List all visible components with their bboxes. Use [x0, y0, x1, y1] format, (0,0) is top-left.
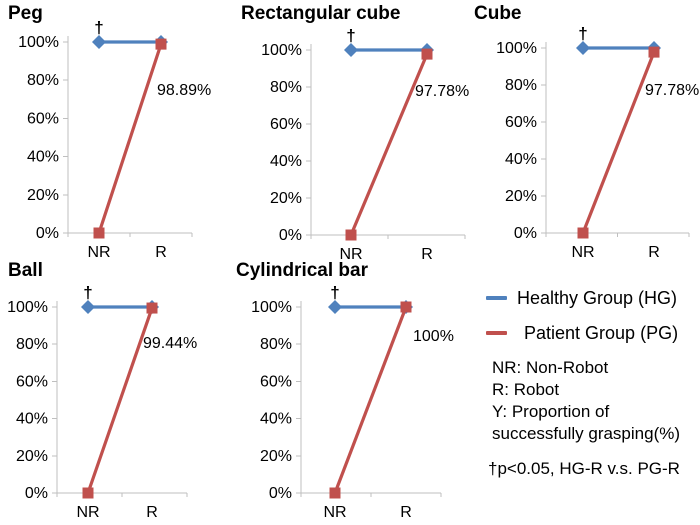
- y-tick-label: 60%: [505, 114, 537, 131]
- y-tick-label: 20%: [27, 187, 59, 204]
- pg-marker-nr: [345, 229, 357, 241]
- y-tick-label: 100%: [7, 299, 48, 316]
- y-tick-label: 20%: [505, 188, 537, 205]
- y-tick-label: 0%: [36, 225, 59, 242]
- y-tick-label: 40%: [260, 411, 292, 428]
- pg-line: [349, 53, 429, 236]
- hg-marker-nr: [344, 43, 358, 57]
- y-tick-label: 80%: [270, 79, 302, 96]
- note-r: R: Robot: [492, 380, 560, 399]
- y-tick-label: 80%: [27, 72, 59, 89]
- significance-dagger: †: [346, 26, 355, 45]
- pg-data-label: 99.44%: [143, 335, 197, 352]
- y-tick-label: 60%: [27, 110, 59, 127]
- significance-dagger: †: [94, 18, 103, 37]
- pg-marker-r: [421, 48, 433, 60]
- category-label-nr: NR: [87, 244, 110, 261]
- hg-marker-nr: [328, 300, 342, 314]
- category-label-nr: NR: [76, 504, 99, 521]
- y-tick-label: 0%: [279, 227, 302, 244]
- chart-title-rectangular-cube: Rectangular cube: [241, 3, 400, 24]
- hg-line-swatch: [486, 296, 507, 300]
- significance-dagger: †: [83, 283, 92, 302]
- chart-title-peg: Peg: [8, 3, 43, 24]
- category-label-nr: NR: [323, 504, 346, 521]
- hg-marker-nr: [576, 41, 590, 55]
- category-label-r: R: [648, 244, 660, 261]
- pg-line: [97, 43, 163, 234]
- chart-title-ball: Ball: [8, 260, 43, 281]
- pg-line: [581, 51, 656, 234]
- pg-line: [333, 306, 408, 494]
- y-tick-label: 60%: [260, 373, 292, 390]
- chart-title-cube: Cube: [474, 3, 522, 24]
- hg-marker-nr: [81, 300, 95, 314]
- chart-cube: Cube 0% 20% 40% 60% 80% 100% NR R 97.78% †: [474, 3, 699, 261]
- y-tick-label: 20%: [270, 190, 302, 207]
- note-y-line2: successfully grasping(%): [492, 424, 681, 443]
- chart-cylindrical-bar: Cylindrical bar 0% 20% 40% 60% 80% 100% NR R 100%…: [236, 260, 454, 521]
- y-tick-label: 60%: [16, 373, 48, 390]
- significance-dagger: †: [330, 283, 339, 302]
- y-tick-label: 0%: [269, 485, 292, 502]
- chart-ball: Ball 0% 20% 40% 60% 80% 100% NR R 99.44% †: [7, 260, 197, 521]
- y-tick-label: 100%: [261, 42, 302, 59]
- pg-marker-nr: [329, 487, 341, 499]
- y-tick-label: 100%: [18, 34, 59, 51]
- pg-marker-nr: [577, 227, 589, 239]
- category-label-nr: NR: [339, 246, 362, 263]
- legend-item-patient-group: Patient Group (PG): [486, 322, 679, 343]
- y-tick-label: 80%: [505, 77, 537, 94]
- y-tick-label: 40%: [270, 153, 302, 170]
- note-y-line1: Y: Proportion of: [492, 402, 610, 421]
- pg-data-label: 98.89%: [157, 82, 211, 99]
- pg-line: [86, 307, 154, 494]
- y-tick-label: 80%: [16, 336, 48, 353]
- pg-data-label: 97.78%: [645, 82, 699, 99]
- pg-data-label: 97.78%: [415, 83, 469, 100]
- legend-item-healthy-group: Healthy Group (HG): [486, 287, 678, 308]
- y-tick-label: 0%: [514, 225, 537, 242]
- significance-footnote: †p<0.05, HG-R v.s. PG-R: [488, 459, 680, 478]
- pg-marker-nr: [93, 227, 105, 239]
- pg-marker-r: [400, 301, 412, 313]
- category-label-r: R: [400, 504, 412, 521]
- category-label-r: R: [146, 504, 158, 521]
- abbreviation-notes: NR: Non-Robot R: Robot Y: Proportion of …: [492, 357, 680, 445]
- note-nr: NR: Non-Robot: [492, 358, 609, 377]
- legend-label-hg: Healthy Group (HG): [517, 287, 678, 308]
- category-label-r: R: [421, 246, 433, 263]
- pg-marker-nr: [82, 487, 94, 499]
- significance-dagger: †: [578, 24, 587, 43]
- pg-marker-r: [146, 302, 158, 314]
- y-tick-label: 20%: [16, 448, 48, 465]
- legend-label-pg: Patient Group (PG): [524, 322, 679, 343]
- chart-rectangular-cube: Rectangular cube 0% 20% 40% 60% 80% 100% NR R 97.…: [241, 3, 469, 263]
- pg-marker-r: [155, 38, 167, 50]
- y-tick-label: 40%: [27, 149, 59, 166]
- y-tick-label: 40%: [16, 411, 48, 428]
- chart-peg: Peg 0% 20% 40% 60% 80% 100% NR R 98.89% †: [8, 3, 211, 261]
- chart-title-cylindrical-bar: Cylindrical bar: [236, 260, 369, 281]
- y-tick-label: 100%: [496, 40, 537, 57]
- y-tick-label: 20%: [260, 448, 292, 465]
- y-tick-label: 100%: [251, 299, 292, 316]
- pg-line-swatch: [486, 331, 507, 335]
- y-tick-label: 60%: [270, 116, 302, 133]
- y-tick-label: 80%: [260, 336, 292, 353]
- pg-marker-r: [648, 46, 660, 58]
- category-label-r: R: [155, 244, 167, 261]
- category-label-nr: NR: [571, 244, 594, 261]
- pg-data-label: 100%: [413, 328, 454, 345]
- y-tick-label: 0%: [25, 485, 48, 502]
- y-tick-label: 40%: [505, 151, 537, 168]
- hg-marker-nr: [92, 35, 106, 49]
